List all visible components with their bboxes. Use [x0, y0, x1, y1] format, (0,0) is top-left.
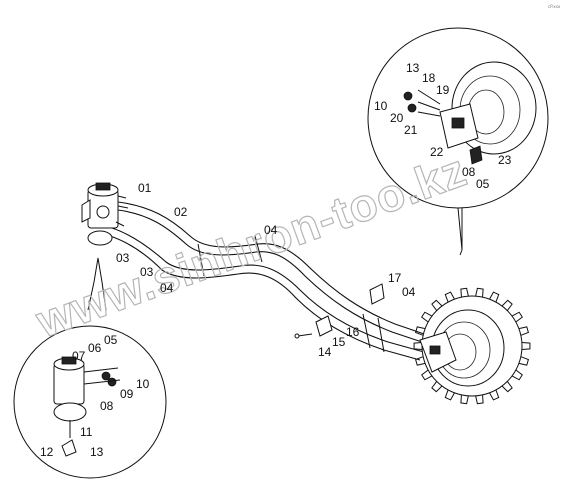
sprocket-tooth	[475, 287, 484, 298]
sprocket-tooth	[444, 291, 455, 303]
control-valve	[81, 182, 129, 311]
label-tr-13: 13	[406, 61, 420, 75]
hose-upper-2	[117, 209, 429, 345]
label-main-03a: 03	[116, 251, 130, 265]
sprocket-tooth	[444, 389, 455, 401]
bolt-head-14	[294, 333, 300, 339]
detail-circle-bottom-left	[13, 325, 167, 479]
label-bl-09: 09	[120, 387, 134, 401]
label-bl-07: 07	[72, 349, 86, 363]
detail-valve-base	[53, 402, 87, 422]
label-tr-21: 21	[404, 123, 418, 137]
hose-clamp-1	[254, 235, 263, 263]
label-main-03b: 03	[140, 265, 154, 279]
label-bl-12: 12	[40, 445, 54, 459]
detail-seal-20	[407, 103, 417, 113]
label-main-15: 15	[332, 335, 346, 349]
label-main-04c: 04	[402, 285, 416, 299]
valve-callout-pointer	[87, 257, 107, 311]
valve-fittings	[115, 195, 129, 227]
sprocket-tooth	[511, 311, 523, 323]
label-main-14: 14	[318, 345, 332, 359]
motor-port	[429, 345, 441, 355]
sprocket-tooth	[431, 299, 443, 311]
label-main-04b: 04	[160, 281, 174, 295]
label-tr-18: 18	[422, 71, 436, 85]
detail-seal-06	[101, 371, 111, 381]
label-bl-13: 13	[90, 445, 104, 459]
detail-fitting-12	[61, 439, 77, 457]
sprocket-tooth	[414, 356, 426, 366]
detail-fitting-05	[469, 145, 483, 165]
valve-cap	[95, 182, 111, 191]
watermark-text: www.sinhron-too.kz	[29, 144, 474, 348]
label-main-04a: 04	[264, 223, 278, 237]
sprocket-tooth	[421, 311, 433, 323]
label-main-01: 01	[138, 181, 152, 195]
bracket-17	[369, 283, 385, 305]
sprocket-tooth	[414, 326, 426, 336]
sprocket-tooth	[489, 389, 500, 401]
label-tr-05: 05	[476, 177, 490, 191]
main-part-labels: 01 02 03 03 04 04 04 14 15 16 17	[116, 181, 416, 359]
hose-clamp-4	[377, 317, 385, 353]
sprocket-teeth	[413, 287, 531, 405]
detail-seal-09	[107, 377, 117, 387]
label-bl-10: 10	[136, 377, 150, 391]
sprocket-tooth	[413, 342, 423, 350]
travel-motor-sprocket	[413, 287, 531, 405]
sprocket-tooth	[521, 342, 531, 350]
label-tr-23: 23	[498, 153, 512, 167]
label-main-16: 16	[346, 325, 360, 339]
sprocket-tooth	[431, 381, 443, 393]
sprocket-tooth	[489, 291, 500, 303]
hose-assembly	[109, 201, 431, 361]
detail-top-right-pointer	[457, 207, 463, 256]
hose-upper-1	[117, 201, 431, 337]
sprocket-tooth	[511, 369, 523, 381]
sprocket-tooth	[518, 326, 530, 336]
label-tr-19: 19	[436, 83, 450, 97]
sprocket-tooth	[460, 287, 469, 298]
detail-bottom-left	[13, 325, 167, 479]
hose-lower-1	[111, 227, 425, 353]
bracket-16	[315, 315, 333, 337]
brackets	[294, 283, 385, 339]
label-bl-06: 06	[88, 341, 102, 355]
detail-top-right	[367, 27, 549, 256]
sprocket-tooth	[501, 381, 513, 393]
sprocket-tooth	[501, 299, 513, 311]
hose-lower-2	[109, 235, 421, 361]
label-tr-10: 10	[374, 99, 388, 113]
detail-bottom-left-labels: 05 07 06 10 09 08 11 12 13	[40, 333, 150, 459]
label-main-02: 02	[174, 205, 188, 219]
label-bl-05: 05	[104, 333, 118, 347]
detail-top-right-labels: 13 18 19 10 20 21 22 08 05 23	[374, 61, 512, 191]
sprocket-tooth	[475, 394, 484, 405]
bolt-14	[297, 333, 313, 337]
detail-leader-lines	[417, 89, 441, 117]
detail-valve-cap	[61, 356, 77, 365]
corner-mark: cP.xxx	[548, 4, 561, 9]
sprocket-tooth	[421, 369, 433, 381]
sprocket-tooth	[460, 394, 469, 405]
valve-base	[87, 230, 113, 246]
hose-clamp-2	[197, 243, 205, 277]
detail-valve-port	[451, 117, 465, 129]
label-tr-20: 20	[390, 111, 404, 125]
detail-bl-leader-lines	[83, 367, 121, 385]
label-bl-11: 11	[80, 425, 93, 439]
label-main-17: 17	[388, 271, 402, 285]
valve-flange	[81, 199, 91, 223]
valve-port	[96, 205, 110, 219]
sprocket-tooth	[518, 356, 530, 366]
detail-seal-18	[403, 91, 413, 101]
hose-clamp-3	[362, 313, 371, 349]
label-tr-22: 22	[430, 145, 444, 159]
label-tr-08: 08	[462, 165, 476, 179]
label-bl-08: 08	[100, 399, 114, 413]
